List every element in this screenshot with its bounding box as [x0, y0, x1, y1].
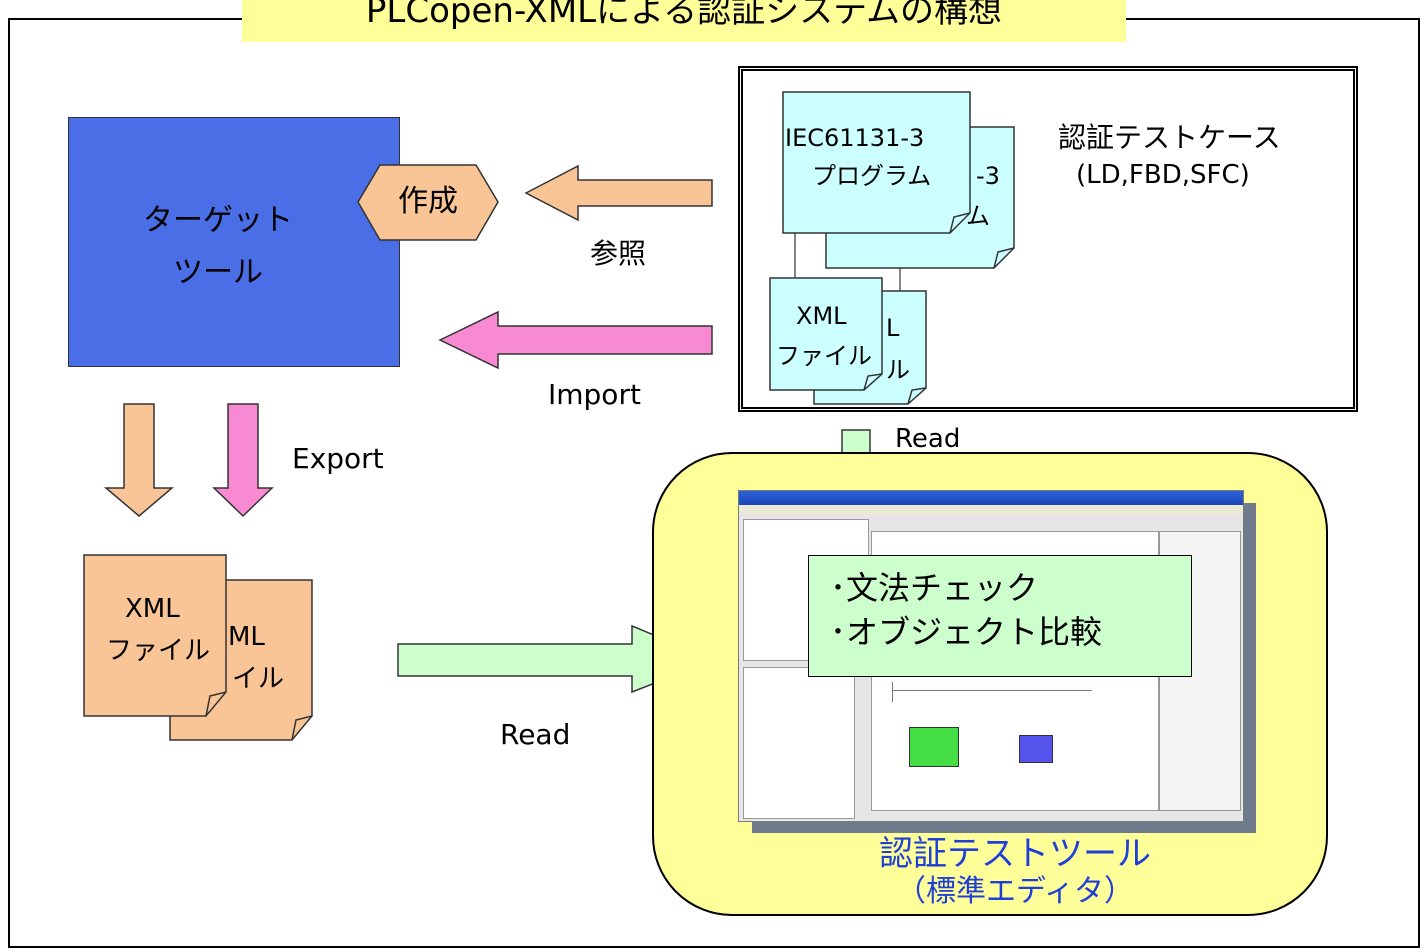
- target-tool-box: [68, 117, 400, 367]
- create-hexagon: [357, 164, 499, 241]
- create-label: 作成: [398, 184, 458, 219]
- target-tool-label: ターゲット ツール: [68, 195, 368, 299]
- check-syntax: ･文法チェック: [830, 569, 1039, 607]
- xml-doc-front-large: [83, 554, 227, 717]
- exported-xml-front-line2: ファイル: [106, 636, 211, 666]
- screenshot-menubar: [739, 505, 1243, 515]
- check-features-text: ･文法チェック ･オブジェクト比較: [830, 566, 1102, 654]
- target-tool-label-line2: ツール: [173, 255, 263, 290]
- page-title: PLCopen-XMLによる認証システムの構想: [242, 0, 1126, 42]
- reference-arrow: [524, 164, 713, 222]
- screenshot-rail: [892, 682, 893, 702]
- screenshot-function-block-blue: [1019, 735, 1053, 763]
- exported-xml-back-frag2: イル: [232, 664, 285, 694]
- xml-front-line1: XML: [796, 302, 847, 330]
- export-arrow-pink: [212, 403, 274, 518]
- program-front-line2: プログラム: [812, 162, 932, 190]
- xml-back-frag1: L: [886, 314, 900, 342]
- import-label: Import: [548, 378, 641, 411]
- check-object-compare: ･オブジェクト比較: [830, 613, 1103, 651]
- program-back-frag1: -3: [976, 162, 1000, 190]
- test-case-label: 認証テストケース: [1058, 121, 1281, 154]
- test-tool-caption: 認証テストツール: [879, 834, 1151, 874]
- exported-xml-back-frag1: ML: [228, 622, 265, 652]
- export-label: Export: [292, 442, 384, 475]
- test-tool-subcaption: （標準エディタ）: [896, 874, 1134, 909]
- program-front-line1: IEC61131-3: [785, 124, 925, 152]
- exported-xml-front-line1: XML: [125, 594, 180, 624]
- check-features-box: [808, 555, 1192, 677]
- xml-front-line2: ファイル: [776, 342, 872, 370]
- xml-doc-front-small: [769, 277, 883, 391]
- export-arrow-peach: [103, 403, 175, 517]
- screenshot-titlebar: [739, 491, 1243, 505]
- editor-screenshot: [738, 490, 1244, 822]
- program-doc-front: [782, 91, 971, 234]
- program-back-frag2: ム: [966, 202, 990, 230]
- screenshot-rung-line: [892, 690, 1092, 691]
- xml-back-frag2: ル: [886, 356, 910, 384]
- screenshot-function-block-green: [909, 727, 959, 767]
- screenshot-property-panel: [743, 667, 855, 819]
- reference-label: 参照: [590, 237, 647, 270]
- read-label-top: Read: [895, 424, 961, 454]
- test-case-languages: (LD,FBD,SFC): [1076, 160, 1250, 190]
- read-label-left: Read: [500, 718, 571, 751]
- target-tool-label-line1: ターゲット: [143, 203, 293, 238]
- import-arrow: [438, 310, 713, 370]
